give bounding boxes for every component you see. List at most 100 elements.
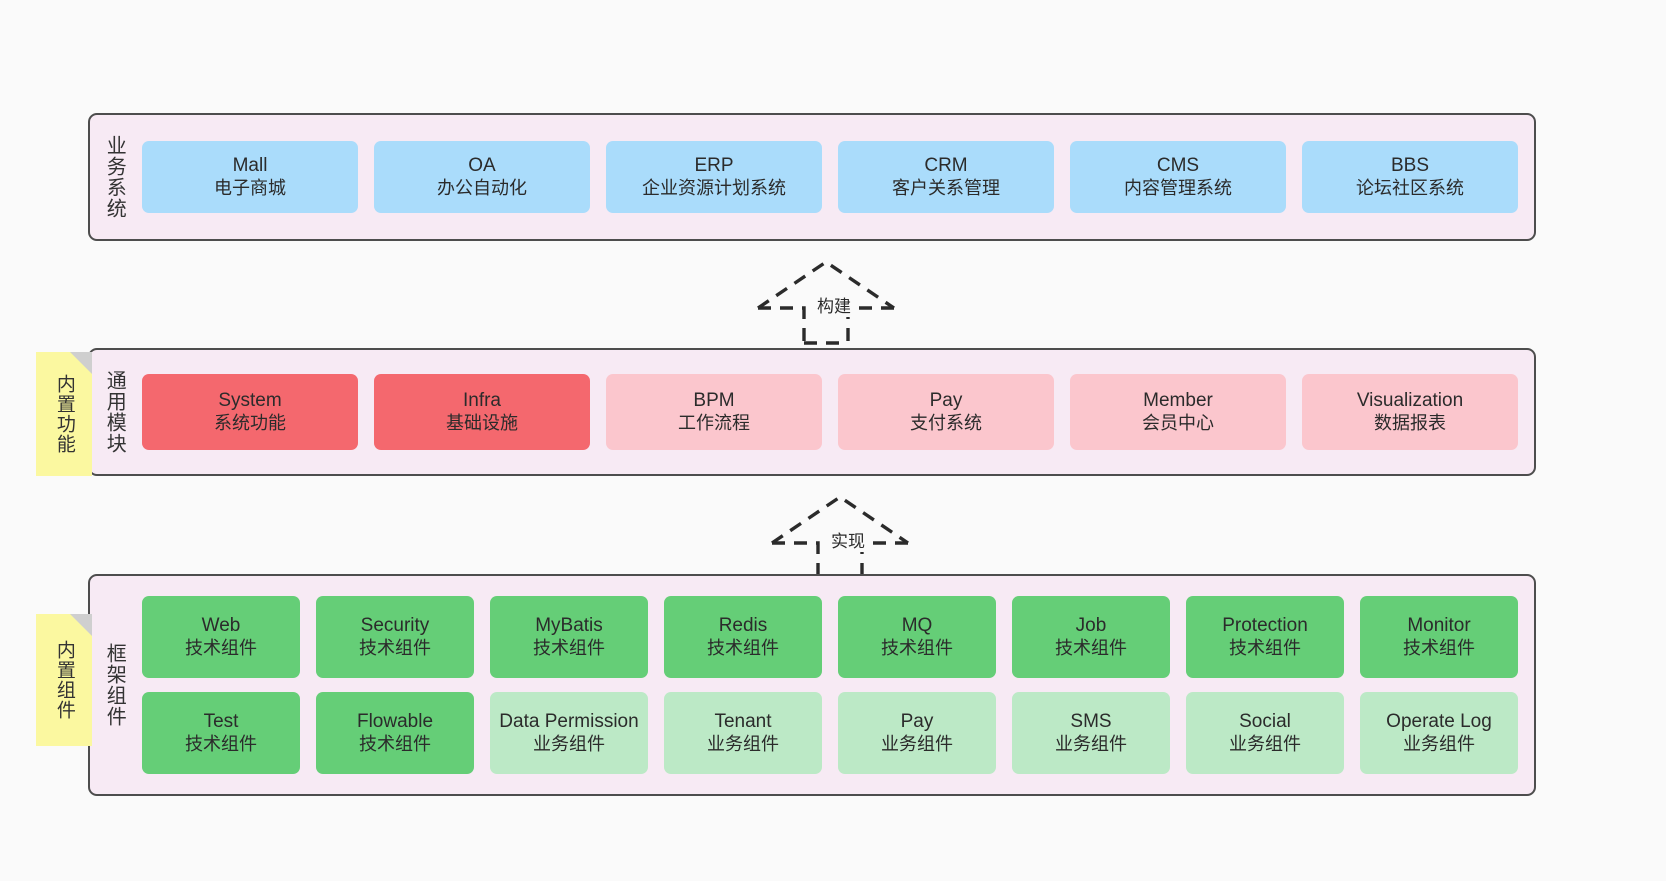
card-security[interactable]: Security 技术组件: [316, 596, 474, 678]
card-title-cn: 电子商城: [214, 177, 286, 198]
card-title-en: Operate Log: [1386, 711, 1492, 733]
card-mall[interactable]: Mall 电子商城: [142, 141, 358, 213]
card-title-cn: 工作流程: [678, 412, 750, 433]
card-title-en: Infra: [462, 390, 502, 412]
card-title-en: BPM: [693, 390, 735, 412]
card-title-cn: 内容管理系统: [1124, 177, 1232, 198]
card-title-en: CRM: [924, 155, 968, 177]
card-title-cn: 数据报表: [1374, 412, 1446, 433]
card-cms[interactable]: CMS 内容管理系统: [1070, 141, 1286, 213]
folded-corner-icon: [70, 614, 92, 636]
card-title-en: Flowable: [356, 711, 434, 733]
card-job[interactable]: Job 技术组件: [1012, 596, 1170, 678]
card-redis[interactable]: Redis 技术组件: [664, 596, 822, 678]
layer-framework-components: 框架组件 Web 技术组件 Security 技术组件 MyBatis 技术组件…: [88, 574, 1536, 796]
card-title-en: BBS: [1390, 155, 1430, 177]
card-sms[interactable]: SMS 业务组件: [1012, 692, 1170, 774]
layer-title-common-modules: 通用模块: [103, 370, 126, 454]
card-title-cn: 技术组件: [1229, 637, 1301, 658]
card-title-cn: 基础设施: [446, 412, 518, 433]
business-system-card-list: Mall 电子商城 OA 办公自动化 ERP 企业资源计划系统 CRM 客户关系…: [138, 115, 1534, 239]
card-title-en: Test: [203, 711, 239, 733]
sticky-note-built-in-functions: 内置功能: [36, 352, 92, 476]
card-protection[interactable]: Protection 技术组件: [1186, 596, 1344, 678]
card-title-cn: 会员中心: [1142, 412, 1214, 433]
card-title-cn: 业务组件: [1403, 733, 1475, 754]
card-monitor[interactable]: Monitor 技术组件: [1360, 596, 1518, 678]
card-title-en: Member: [1143, 390, 1213, 412]
card-mybatis[interactable]: MyBatis 技术组件: [490, 596, 648, 678]
framework-business-component-row: Test 技术组件 Flowable 技术组件 Data Permission …: [142, 692, 1518, 774]
card-system[interactable]: System 系统功能: [142, 374, 358, 450]
card-web[interactable]: Web 技术组件: [142, 596, 300, 678]
card-title-en: Pay: [900, 711, 934, 733]
card-title-en: Data Permission: [499, 711, 639, 733]
card-operate-log[interactable]: Operate Log 业务组件: [1360, 692, 1518, 774]
card-title-cn: 客户关系管理: [892, 177, 1000, 198]
card-title-cn: 技术组件: [359, 733, 431, 754]
arrow-build: 构建: [752, 256, 912, 346]
card-title-en: MQ: [901, 615, 933, 637]
layer-business-system: 业务系统 Mall 电子商城 OA 办公自动化 ERP 企业资源计划系统 CRM…: [88, 113, 1536, 241]
arrow-implement: 实现: [766, 491, 926, 581]
card-title-en: Monitor: [1407, 615, 1471, 637]
card-pay-module[interactable]: Pay 支付系统: [838, 374, 1054, 450]
card-title-en: Mall: [232, 155, 268, 177]
card-title-en: CMS: [1156, 155, 1200, 177]
framework-components-card-list: Web 技术组件 Security 技术组件 MyBatis 技术组件 Redi…: [138, 576, 1534, 794]
card-title-en: OA: [468, 155, 496, 177]
card-title-cn: 系统功能: [214, 412, 286, 433]
card-bpm[interactable]: BPM 工作流程: [606, 374, 822, 450]
layer-title-framework-components: 框架组件: [103, 643, 126, 727]
card-title-en: SMS: [1070, 711, 1112, 733]
layer-common-modules: 通用模块 System 系统功能 Infra 基础设施 BPM 工作流程 Pay…: [88, 348, 1536, 476]
card-social[interactable]: Social 业务组件: [1186, 692, 1344, 774]
card-title-en: MyBatis: [535, 615, 603, 637]
card-oa[interactable]: OA 办公自动化: [374, 141, 590, 213]
card-title-en: Web: [201, 615, 241, 637]
card-title-cn: 技术组件: [359, 637, 431, 658]
card-title-cn: 技术组件: [533, 637, 605, 658]
arrow-build-label: 构建: [814, 292, 854, 317]
framework-tech-component-row: Web 技术组件 Security 技术组件 MyBatis 技术组件 Redi…: [142, 596, 1518, 678]
card-title-en: Protection: [1222, 615, 1308, 637]
card-visualization[interactable]: Visualization 数据报表: [1302, 374, 1518, 450]
card-infra[interactable]: Infra 基础设施: [374, 374, 590, 450]
card-tenant[interactable]: Tenant 业务组件: [664, 692, 822, 774]
card-title-en: System: [218, 390, 282, 412]
folded-corner-icon: [70, 352, 92, 374]
card-erp[interactable]: ERP 企业资源计划系统: [606, 141, 822, 213]
card-mq[interactable]: MQ 技术组件: [838, 596, 996, 678]
card-member[interactable]: Member 会员中心: [1070, 374, 1286, 450]
card-title-cn: 技术组件: [1403, 637, 1475, 658]
sticky-note-label: 内置功能: [53, 374, 75, 454]
card-title-cn: 论坛社区系统: [1356, 177, 1464, 198]
card-title-cn: 技术组件: [185, 637, 257, 658]
card-title-cn: 支付系统: [910, 412, 982, 433]
card-title-cn: 技术组件: [185, 733, 257, 754]
card-title-cn: 业务组件: [533, 733, 605, 754]
card-title-en: Social: [1239, 711, 1291, 733]
card-crm[interactable]: CRM 客户关系管理: [838, 141, 1054, 213]
card-title-cn: 业务组件: [1055, 733, 1127, 754]
card-bbs[interactable]: BBS 论坛社区系统: [1302, 141, 1518, 213]
card-title-en: Tenant: [714, 711, 772, 733]
card-title-en: Pay: [929, 390, 963, 412]
card-title-cn: 办公自动化: [437, 177, 527, 198]
card-title-en: Visualization: [1356, 390, 1464, 412]
card-title-en: Redis: [718, 615, 768, 637]
sticky-note-label: 内置组件: [53, 640, 75, 720]
card-title-cn: 企业资源计划系统: [642, 177, 786, 198]
card-title-cn: 业务组件: [1229, 733, 1301, 754]
card-title-cn: 业务组件: [881, 733, 953, 754]
card-data-permission[interactable]: Data Permission 业务组件: [490, 692, 648, 774]
sticky-note-built-in-components: 内置组件: [36, 614, 92, 746]
card-pay-component[interactable]: Pay 业务组件: [838, 692, 996, 774]
card-test[interactable]: Test 技术组件: [142, 692, 300, 774]
card-title-cn: 技术组件: [881, 637, 953, 658]
card-flowable[interactable]: Flowable 技术组件: [316, 692, 474, 774]
card-title-cn: 业务组件: [707, 733, 779, 754]
arrow-implement-label: 实现: [828, 527, 868, 552]
card-title-en: Job: [1075, 615, 1107, 637]
